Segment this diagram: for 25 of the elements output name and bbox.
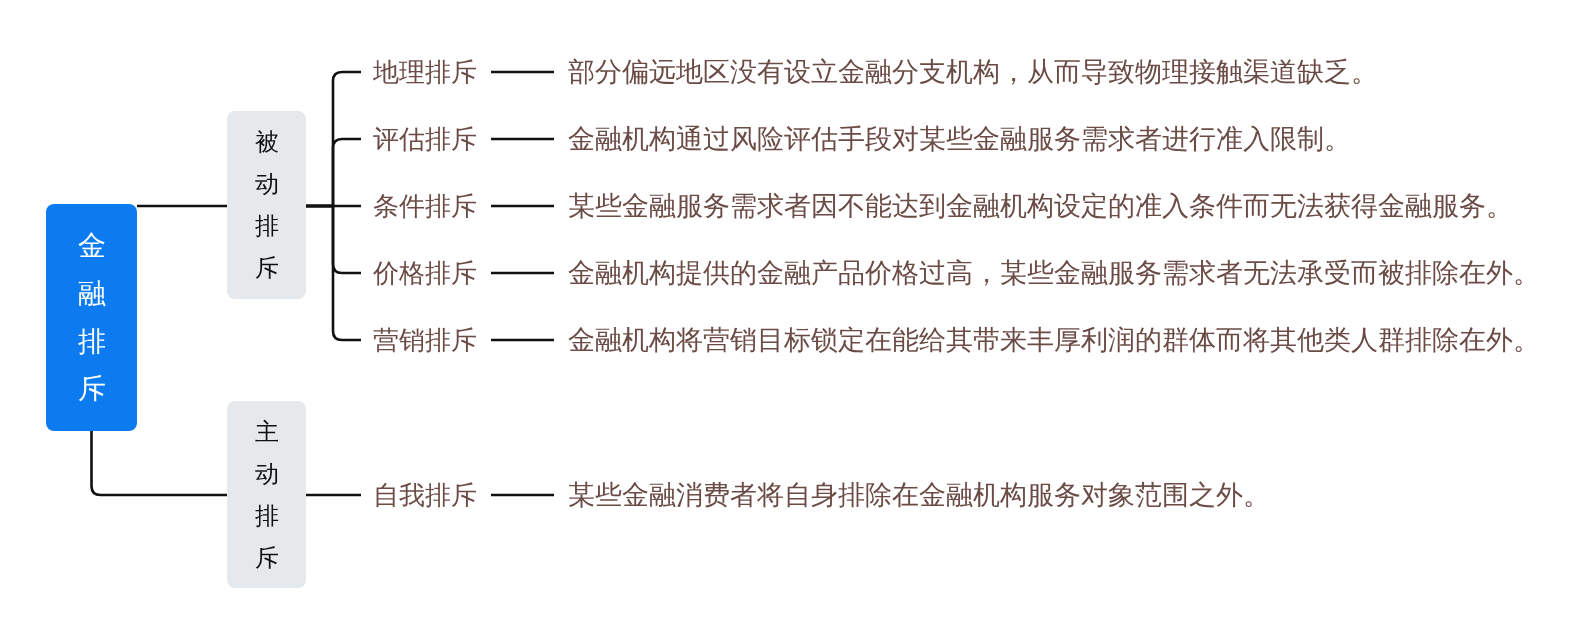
connector-line	[90, 431, 227, 497]
connector-line	[137, 204, 227, 208]
category-box: 主动排斥	[227, 401, 306, 588]
connector-line	[491, 70, 554, 74]
description-text: 金融机构将营销目标锁定在能给其带来丰厚利润的群体而将其他类人群排除在外。	[554, 323, 1540, 357]
connector-line	[306, 493, 361, 497]
description-text: 金融机构通过风险评估手段对某些金融服务需求者进行准入限制。	[554, 122, 1351, 156]
connector-line	[306, 204, 361, 342]
branch-label: 价格排斥	[361, 256, 491, 290]
description-text: 某些金融服务需求者因不能达到金融机构设定的准入条件而无法获得金融服务。	[554, 189, 1513, 223]
category-box: 被动排斥	[227, 111, 306, 299]
description-text: 部分偏远地区没有设立金融分支机构，从而导致物理接触渠道缺乏。	[554, 55, 1378, 89]
branch-label: 自我排斥	[361, 478, 491, 512]
branch-label: 条件排斥	[361, 189, 491, 223]
connector-line	[491, 493, 554, 497]
connector-line	[491, 137, 554, 141]
branch-label: 营销排斥	[361, 323, 491, 357]
branch-label: 地理排斥	[361, 55, 491, 89]
description-text: 某些金融消费者将自身排除在金融机构服务对象范围之外。	[554, 478, 1270, 512]
connector-line	[491, 271, 554, 275]
branch-label: 评估排斥	[361, 122, 491, 156]
description-text: 金融机构提供的金融产品价格过高，某些金融服务需求者无法承受而被排除在外。	[554, 256, 1540, 290]
connector-line	[491, 204, 554, 208]
central-topic-box: 金融排斥	[46, 204, 137, 431]
connector-line	[491, 338, 554, 342]
